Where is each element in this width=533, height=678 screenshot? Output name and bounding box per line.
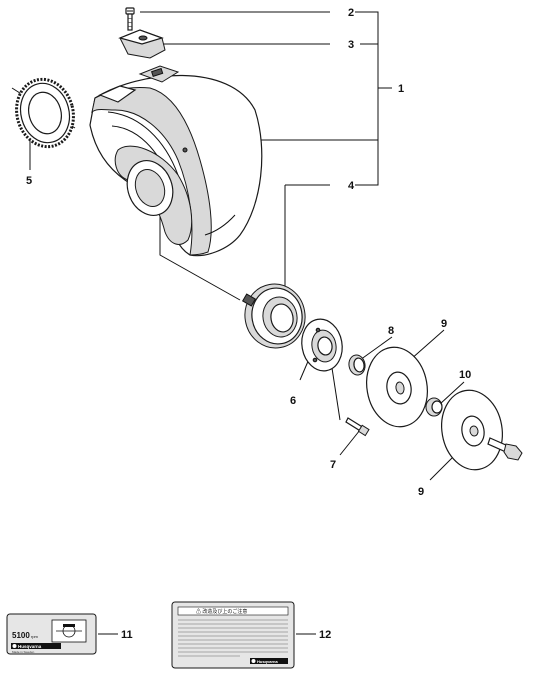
callout-4: 4 — [348, 180, 355, 192]
callout-11: 11 — [121, 629, 133, 641]
callout-5: 5 — [26, 175, 32, 187]
decal-rpm-unit: rpm — [31, 634, 39, 639]
callout-9-top: 9 — [441, 318, 447, 330]
husqvarna-logo-icon — [251, 659, 256, 663]
callout-6: 6 — [290, 395, 296, 407]
callout-10: 10 — [459, 369, 471, 381]
husqvarna-logo-icon — [12, 644, 17, 648]
leader-lines — [11, 11, 465, 635]
decal-rpm-value: 5100 — [12, 631, 30, 640]
callout-8: 8 — [388, 325, 394, 337]
callout-12: 12 — [319, 629, 331, 641]
part-spacer-bushing — [425, 397, 443, 417]
part-clamp-block — [118, 29, 166, 59]
callout-1: 1 — [398, 83, 404, 95]
part-warning-decal: ⚠ 改造及び上のご注意 Husqvarna — [171, 601, 295, 669]
decal-12-fineprint — [178, 619, 288, 657]
part-flange-washer-bottom — [441, 389, 523, 471]
callout-3: 3 — [348, 39, 354, 51]
part-screw-top — [125, 7, 135, 31]
callout-7: 7 — [330, 459, 336, 471]
part-toothed-ring — [15, 77, 75, 149]
callout-9-bottom: 9 — [418, 486, 424, 498]
part-blade-guard — [89, 65, 263, 257]
part-flange-washer-top — [366, 346, 428, 428]
part-bearing — [348, 354, 366, 376]
decal-12-heading: ⚠ 改造及び上のご注意 — [196, 608, 247, 615]
part-rpm-decal: 5100 rpm Husqvarna Made in Sweden — [6, 613, 97, 655]
callout-2: 2 — [348, 7, 354, 19]
decal-11-origin: Made in Sweden — [12, 650, 35, 654]
decal-12-brand: Husqvarna — [257, 659, 278, 664]
decal-11-brand: Husqvarna — [18, 644, 42, 649]
callout-numbers: 1 2 3 4 5 6 7 8 9 10 9 11 12 — [26, 7, 471, 641]
part-screw-bottom — [345, 417, 370, 437]
part-bearing-ring — [241, 283, 306, 349]
part-flange-hub — [301, 318, 343, 372]
